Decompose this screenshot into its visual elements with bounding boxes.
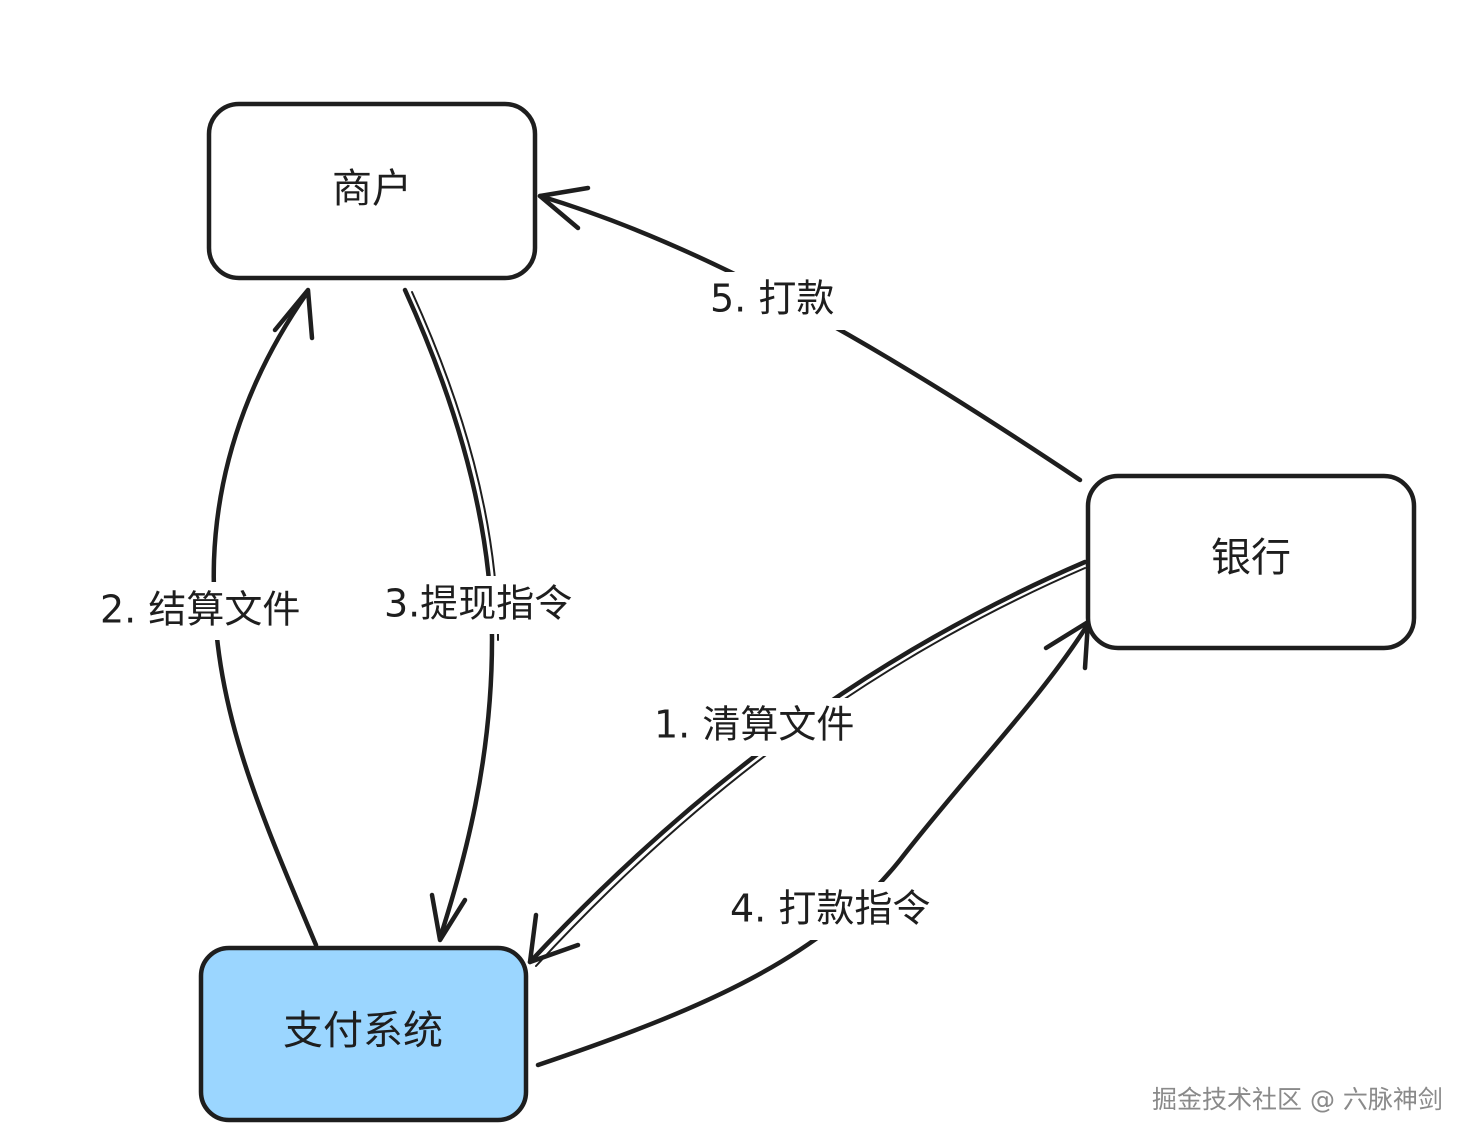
node-bank: 银行 bbox=[1085, 473, 1417, 651]
payment-system-label: 支付系统 bbox=[283, 1008, 443, 1054]
label-step1: 1. 清算文件 bbox=[648, 698, 872, 756]
merchant-box bbox=[206, 101, 538, 281]
label-step5: 5. 打款 bbox=[702, 272, 862, 330]
node-payment-system: 支付系统 bbox=[198, 945, 529, 1123]
step5-label: 5. 打款 bbox=[710, 277, 834, 321]
watermark: 掘金技术社区 @ 六脉神剑 bbox=[1152, 1085, 1443, 1114]
edge-step4-payout-command bbox=[535, 619, 1091, 1068]
node-merchant: 商户 bbox=[206, 101, 538, 281]
bank-box bbox=[1085, 473, 1417, 651]
merchant-label: 商户 bbox=[332, 166, 412, 212]
edge-step2-settlement-file bbox=[211, 287, 319, 948]
step4-label: 4. 打款指令 bbox=[730, 887, 930, 931]
label-step2: 2. 结算文件 bbox=[96, 582, 332, 640]
bank-label: 银行 bbox=[1211, 535, 1291, 581]
edge-step5-payout bbox=[537, 185, 1083, 483]
payment-system-box bbox=[198, 945, 529, 1123]
step2-label: 2. 结算文件 bbox=[100, 588, 300, 632]
label-step3: 3.提现指令 bbox=[380, 576, 596, 634]
label-step4: 4. 打款指令 bbox=[726, 882, 960, 940]
step1-label: 1. 清算文件 bbox=[654, 703, 854, 747]
step3-label: 3.提现指令 bbox=[384, 582, 572, 626]
